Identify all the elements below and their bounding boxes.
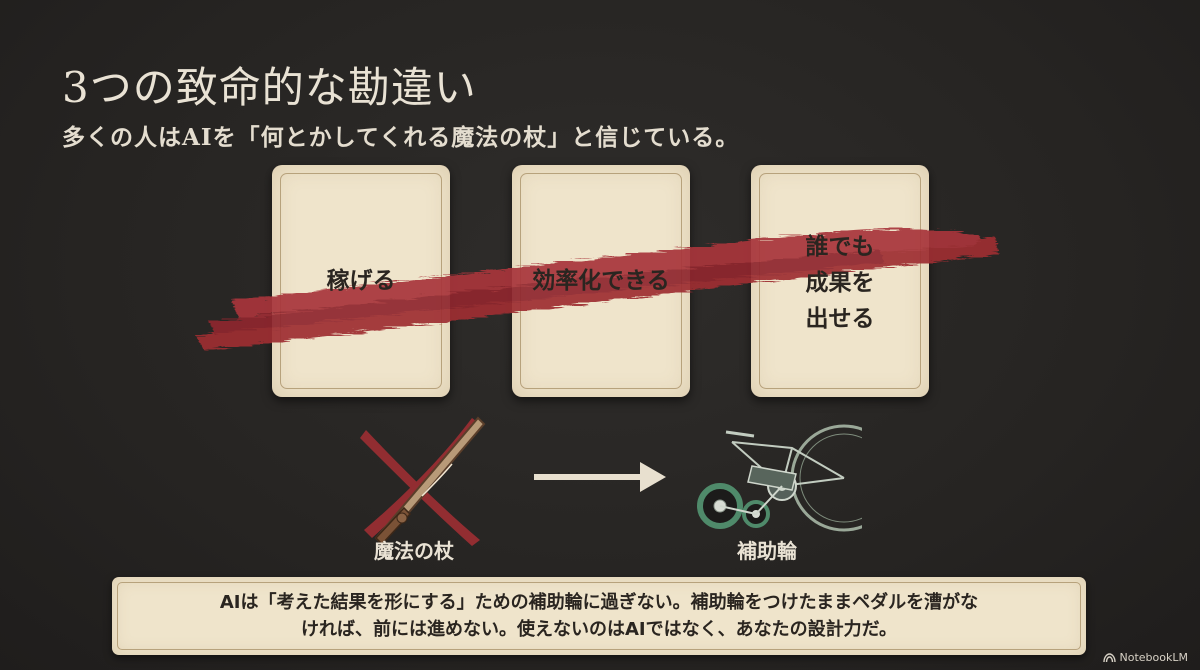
right-arrow-icon <box>534 462 666 492</box>
card-anyone-results <box>751 165 929 397</box>
training-wheels-caption: 補助輪 <box>737 539 797 563</box>
summary-note-line-1: AIは「考えた結果を形にする」ための補助輪に過ぎない。補助輪をつけたままペダルを… <box>219 592 979 613</box>
summary-note-text: AIは「考えた結果を形にする」ための補助輪に過ぎない。補助輪をつけたままペダルを… <box>132 589 1066 643</box>
card-efficiency <box>512 165 690 397</box>
summary-note: AIは「考えた結果を形にする」ための補助輪に過ぎない。補助輪をつけたままペダルを… <box>112 577 1086 655</box>
crossed-wand-icon <box>360 416 486 546</box>
notebooklm-watermark: NotebookLM <box>1102 651 1188 664</box>
wand-caption: 魔法の杖 <box>374 539 454 563</box>
brand-name: NotebookLM <box>1119 651 1188 664</box>
slide-subtitle: 多くの人はAIを「何とかしてくれる魔法の杖」と信じている。 <box>62 124 740 151</box>
training-wheels-bicycle-icon <box>697 424 862 532</box>
summary-note-line-2: ければ、前には進めない。使えないのはAIではなく、あなたの設計力だ。 <box>300 619 898 640</box>
notebooklm-logo-icon <box>1102 652 1116 662</box>
card-earn <box>272 165 450 397</box>
slide-title: 3つの致命的な勘違い <box>62 63 477 112</box>
